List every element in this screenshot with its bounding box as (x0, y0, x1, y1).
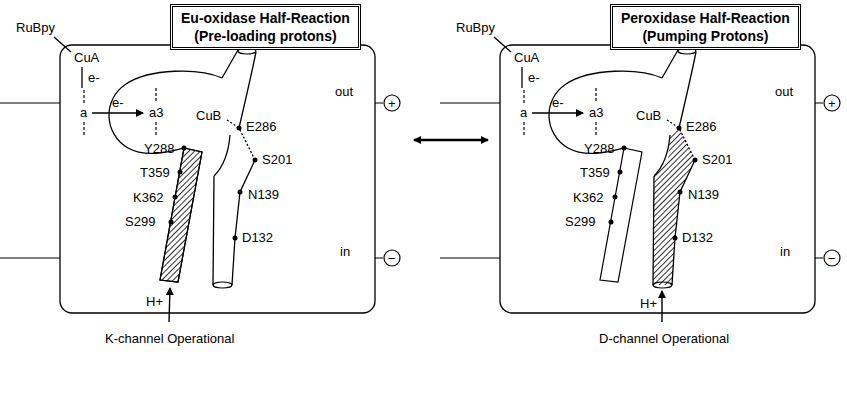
side-label: out (335, 84, 353, 99)
title-heading: Peroxidase Half-Reaction (621, 9, 790, 27)
title-box: Eu-oxidase Half-Reaction(Pre-loading pro… (170, 4, 361, 50)
double-arrow (414, 139, 488, 142)
side-label: in (780, 244, 790, 259)
residue-label: S201 (702, 152, 732, 167)
left-panel-figure (0, 37, 400, 313)
residue-label: K362 (133, 190, 163, 205)
proton-arrow (661, 291, 662, 322)
title-subheading: (Pre-loading protons) (181, 27, 350, 45)
residue-label: Y288 (584, 141, 614, 156)
heme-label: a3 (589, 105, 603, 120)
residue-label: Y288 (144, 141, 174, 156)
residue-label: S201 (262, 152, 292, 167)
residue-label: T359 (140, 165, 170, 180)
metal-center: CuB (636, 108, 661, 123)
residue-label: S299 (565, 214, 595, 229)
residue-label: E286 (686, 119, 716, 134)
proton-arrow (169, 288, 170, 322)
residue-label: K362 (573, 190, 603, 205)
electron-label: e- (112, 95, 124, 110)
residue-label: D132 (682, 230, 713, 245)
charge-sign: − (388, 251, 396, 266)
metal-center: CuB (196, 108, 221, 123)
title-subheading: (Pumping Protons) (621, 27, 790, 45)
heme-label: a (80, 105, 87, 120)
residue-label: E286 (246, 119, 276, 134)
residue-label: D132 (242, 230, 273, 245)
complex-label: RuBpy (456, 20, 495, 35)
residue-label: N139 (248, 187, 279, 202)
side-label: out (775, 84, 793, 99)
metal-center: CuA (74, 50, 99, 65)
residue-label: S299 (125, 214, 155, 229)
charge-sign: + (388, 96, 396, 111)
proton-label: H+ (640, 296, 657, 311)
channel-caption: K-channel Operational (105, 331, 234, 346)
side-label: in (340, 244, 350, 259)
residue-label: T359 (580, 165, 610, 180)
right-panel-figure (440, 37, 840, 313)
heme-label: a (520, 105, 527, 120)
electron-label: e- (528, 70, 540, 85)
channel-caption: D-channel Operational (599, 331, 729, 346)
electron-label: e- (88, 70, 100, 85)
charge-sign: − (828, 251, 836, 266)
d-channel-hatch (653, 128, 695, 285)
heme-label: a3 (149, 105, 163, 120)
proton-label: H+ (146, 294, 163, 309)
residue-label: N139 (688, 187, 719, 202)
electron-label: e- (552, 95, 564, 110)
complex-label: RuBpy (16, 20, 55, 35)
title-box: Peroxidase Half-Reaction(Pumping Protons… (610, 4, 801, 50)
metal-center: CuA (514, 50, 539, 65)
charge-sign: + (828, 96, 836, 111)
title-heading: Eu-oxidase Half-Reaction (181, 9, 350, 27)
